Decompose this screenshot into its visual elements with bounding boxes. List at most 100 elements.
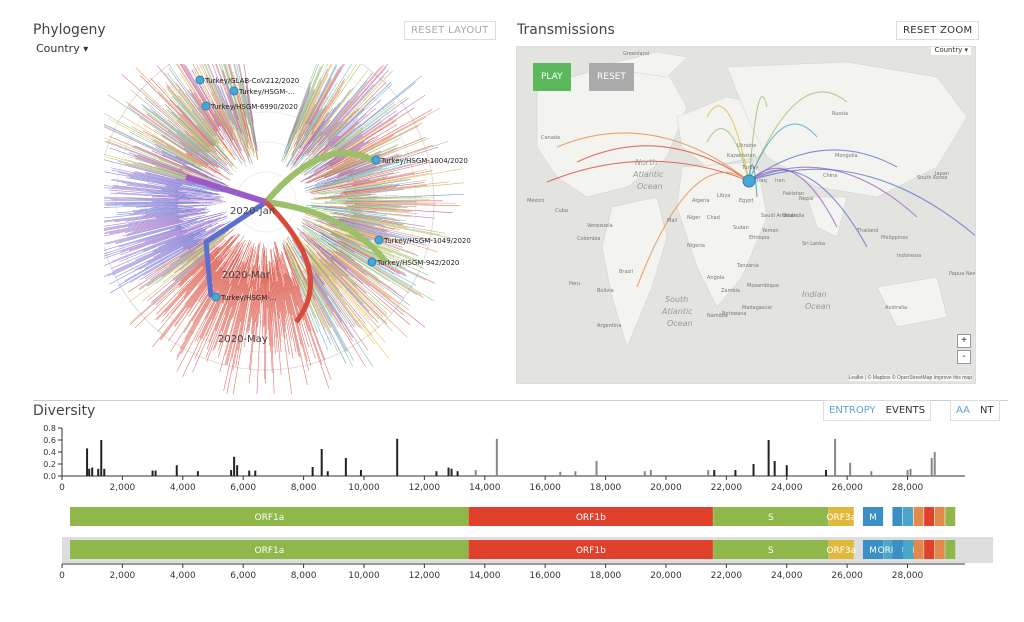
x-tick-label: 4,000 [170, 483, 196, 493]
phylogeny-color-by-dropdown[interactable]: Country ▾ [36, 42, 88, 55]
x-tick-label: 14,000 [469, 483, 501, 493]
reset-map-button[interactable]: RESET [589, 63, 634, 91]
reset-layout-button[interactable]: RESET LAYOUT [404, 21, 496, 40]
place-label: Oman [782, 213, 797, 219]
ocean-label: Ocean [637, 182, 663, 191]
place-label: Mexico [527, 198, 544, 204]
phylogeny-tree[interactable]: Turkey/GLAB-CoV212/2020Turkey/HSGM-...Tu… [104, 64, 504, 394]
x-tick-label: 14,000 [469, 571, 501, 581]
map-color-by-dropdown[interactable]: Country ▾ [931, 46, 971, 55]
x-tick-label: 4,000 [170, 571, 196, 581]
x-tick-label: 16,000 [529, 483, 561, 493]
entropy-bar [248, 471, 250, 476]
zoom-out-button[interactable]: - [957, 350, 971, 364]
y-tick-label: 0.4 [43, 448, 56, 457]
tip-marker [212, 293, 220, 301]
x-tick-label: 8,000 [291, 571, 317, 581]
tip-marker [375, 236, 383, 244]
entropy-button[interactable]: ENTROPY [824, 401, 881, 420]
entropy-bar [574, 471, 576, 476]
place-label: Russia [832, 111, 848, 117]
place-label: South Korea [917, 175, 947, 181]
place-label: Thailand [856, 228, 878, 234]
tip-marker [196, 76, 204, 84]
aa-button[interactable]: AA [951, 401, 975, 420]
tip-label: Turkey/HSGM-6990/2020 [210, 103, 298, 111]
tip-label: Turkey/HSGM-... [238, 88, 295, 96]
y-tick-label: 0.0 [43, 472, 56, 481]
y-tick-label: 0.2 [43, 460, 56, 469]
place-label: Ethiopia [749, 235, 769, 241]
tip-label: Turkey/HSGM-1004/2020 [380, 157, 468, 165]
place-label: Mozambique [747, 283, 779, 289]
entropy-bar [910, 469, 912, 476]
place-label: Nigeria [687, 243, 705, 249]
gene-block [903, 507, 913, 526]
x-tick-label: 0 [59, 483, 65, 493]
place-label: Angola [707, 275, 724, 281]
y-tick-label: 0.6 [43, 436, 56, 445]
ocean-label: Ocean [805, 302, 831, 311]
time-axis-label: 2020-Mar [222, 270, 271, 281]
gene-label: ORF1b [576, 513, 606, 523]
gene-block [924, 507, 934, 526]
ocean-label: Atlantic [661, 307, 693, 316]
place-label: Philippines [881, 235, 908, 241]
gene-label: ORF1a [254, 513, 284, 523]
place-label: Algeria [692, 198, 710, 204]
chevron-down-icon: ▾ [83, 44, 88, 55]
tip-marker [202, 102, 210, 110]
play-button[interactable]: PLAY [533, 63, 571, 91]
x-tick-label: 24,000 [771, 483, 803, 493]
tree-branch [130, 255, 206, 323]
entropy-bar [650, 470, 652, 476]
ocean-label: Indian [802, 290, 827, 299]
ocean-label: Ocean [667, 319, 693, 328]
gene-block [945, 540, 955, 559]
nt-button[interactable]: NT [975, 401, 999, 420]
x-tick-label: 0 [59, 571, 65, 581]
reset-zoom-button[interactable]: RESET ZOOM [896, 21, 979, 40]
ocean-label: North [635, 158, 657, 167]
ocean-label: South [665, 295, 688, 304]
entropy-bar [934, 452, 936, 476]
entropy-bar [448, 468, 450, 476]
entropy-bar [849, 463, 851, 476]
x-tick-label: 18,000 [590, 571, 622, 581]
place-label: Papua New Guinea [949, 271, 976, 277]
x-tick-label: 22,000 [711, 483, 743, 493]
place-label: Botswana [722, 311, 746, 317]
gene-label: ORF1a [254, 546, 284, 556]
x-tick-label: 18,000 [590, 483, 622, 493]
entropy-bar [327, 471, 329, 476]
entropy-bar [155, 471, 157, 476]
gene-label: M [869, 513, 877, 523]
entropy-bar [100, 440, 102, 476]
entropy-bar [396, 439, 398, 476]
x-tick-label: 26,000 [831, 571, 863, 581]
entropy-bar [825, 470, 827, 476]
entropy-bar [834, 439, 836, 476]
gene-block [903, 540, 913, 559]
entropy-bar [103, 469, 105, 476]
entropy-bar [176, 465, 178, 476]
entropy-bar [360, 470, 362, 476]
phylogeny-color-by-value: Country [36, 42, 80, 55]
map-color-by-value: Country [934, 46, 962, 54]
entropy-bar [451, 469, 453, 476]
entropy-bar [345, 458, 347, 476]
x-tick-label: 28,000 [892, 483, 924, 493]
phylogeny-title: Phylogeny [33, 22, 106, 38]
x-tick-label: 10,000 [348, 571, 380, 581]
place-label: Greenland [623, 51, 649, 57]
events-button[interactable]: EVENTS [881, 401, 930, 420]
zoom-in-button[interactable]: + [957, 334, 971, 348]
y-tick-label: 0.8 [43, 424, 56, 433]
time-axis-label: 2020-May [218, 334, 268, 345]
entropy-bar [644, 471, 646, 476]
x-tick-label: 8,000 [291, 483, 317, 493]
entropy-bar [870, 471, 872, 476]
x-tick-label: 22,000 [711, 571, 743, 581]
